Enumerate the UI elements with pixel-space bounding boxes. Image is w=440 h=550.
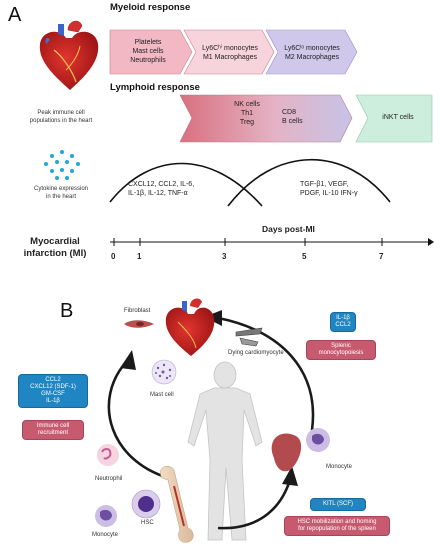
recruitment-arrow	[107, 359, 177, 482]
tick-1: 1	[137, 252, 142, 261]
monocyte-right-label: Monocyte	[326, 464, 353, 470]
hsc-mobilization-box: HSC mobilization and homing for repopula…	[284, 516, 390, 536]
lymphoid-box-2	[355, 94, 433, 143]
panel-a-graphics	[39, 20, 434, 246]
cytokine-dots-icon	[44, 150, 80, 180]
dying-cardiomyocyte-icon	[235, 327, 263, 347]
myeloid-title: Myeloid response	[110, 2, 191, 13]
bone-to-spleen-arrowhead	[282, 466, 298, 486]
fibroblast-icon	[124, 320, 154, 328]
heart-icon	[39, 20, 99, 90]
human-body-icon	[187, 361, 263, 541]
timeline-arrowhead	[428, 238, 434, 246]
neutrophil-label: Neutrophil	[95, 476, 123, 482]
monocyte-left-label: Monocyte	[92, 532, 119, 538]
splenic-cytokine-box: IL-1β CCL2	[330, 312, 356, 332]
spleen-to-heart-arrow	[217, 316, 315, 431]
axis-title: Days post-MI	[262, 224, 315, 234]
tick-5: 5	[302, 252, 307, 261]
lymphoid-box-1b-label: CD8 B cells	[282, 109, 303, 125]
tick-0: 0	[111, 252, 116, 261]
monocyte-right-icon	[306, 428, 330, 452]
timeline-ticks	[113, 238, 383, 246]
late-cytokine-curve	[227, 159, 391, 207]
cytokine-caption: Cytokine expression in the heart	[33, 186, 89, 200]
lymphoid-box-2-label: iNKT cells	[382, 114, 414, 121]
bone-to-spleen-arrow	[217, 479, 292, 530]
early-cytokines-label: CXCL12, CCL2, IL-6, IL-1β, IL-12, TNF-α	[128, 181, 195, 197]
early-cytokine-curve	[109, 162, 263, 207]
immune-recruitment-box: Immune cell recruitment	[22, 420, 84, 440]
myeloid-box-1	[109, 29, 193, 75]
myeloid-box-2	[183, 29, 275, 75]
myeloid-box-3-label: Ly6Cˡᵒ monocytes M2 Macrophages	[284, 45, 340, 61]
monocyte-left-icon	[95, 505, 117, 527]
recruitment-arrowhead	[120, 350, 136, 370]
panel-a-letter: A	[8, 4, 22, 26]
myeloid-box-2-label: Ly6Cʰⁱ monocytes M1 Macrophages	[202, 45, 258, 61]
lymphoid-title: Lymphoid response	[110, 82, 200, 93]
kitl-box: KITL (SCF)	[310, 498, 366, 511]
heart-icon	[165, 298, 215, 356]
neutrophil-icon	[97, 444, 119, 466]
myeloid-box-1-label: Platelets Mast cells Neutrophils	[130, 39, 166, 64]
late-cytokines-label: TGF-β1, VEGF, PDGF, IL-10 IFN-γ	[300, 181, 358, 197]
tick-3: 3	[222, 252, 227, 261]
cytokine-box-left: CCL2 CXCL12 (SDF-1) GM-CSF IL-1β	[18, 374, 88, 408]
myeloid-box-3	[265, 29, 358, 75]
mast-cell-label: Mast cell	[150, 392, 174, 398]
hsc-icon	[131, 489, 161, 519]
mast-cell-icon	[151, 359, 177, 385]
dying-cardiomyocyte-label: Dying cardiomyocyte	[228, 350, 284, 356]
panel-b-graphics	[95, 298, 330, 543]
mi-label: Myocardial infarction (MI)	[23, 236, 87, 259]
tick-7: 7	[379, 252, 384, 261]
splenic-monocytopoiesis-box: Splenic monocytopoiesis	[306, 340, 376, 360]
panel-b-letter: B	[60, 300, 74, 322]
lymphoid-box-1-label: NK cells Th1 Treg	[234, 101, 260, 126]
bone-icon	[160, 466, 194, 543]
hsc-label: HSC	[141, 520, 154, 526]
spleen-icon	[271, 433, 302, 472]
lymphoid-box-1	[179, 94, 353, 143]
fibroblast-label: Fibroblast	[124, 308, 151, 314]
heart-caption: Peak immune cell populations in the hear…	[29, 110, 93, 124]
